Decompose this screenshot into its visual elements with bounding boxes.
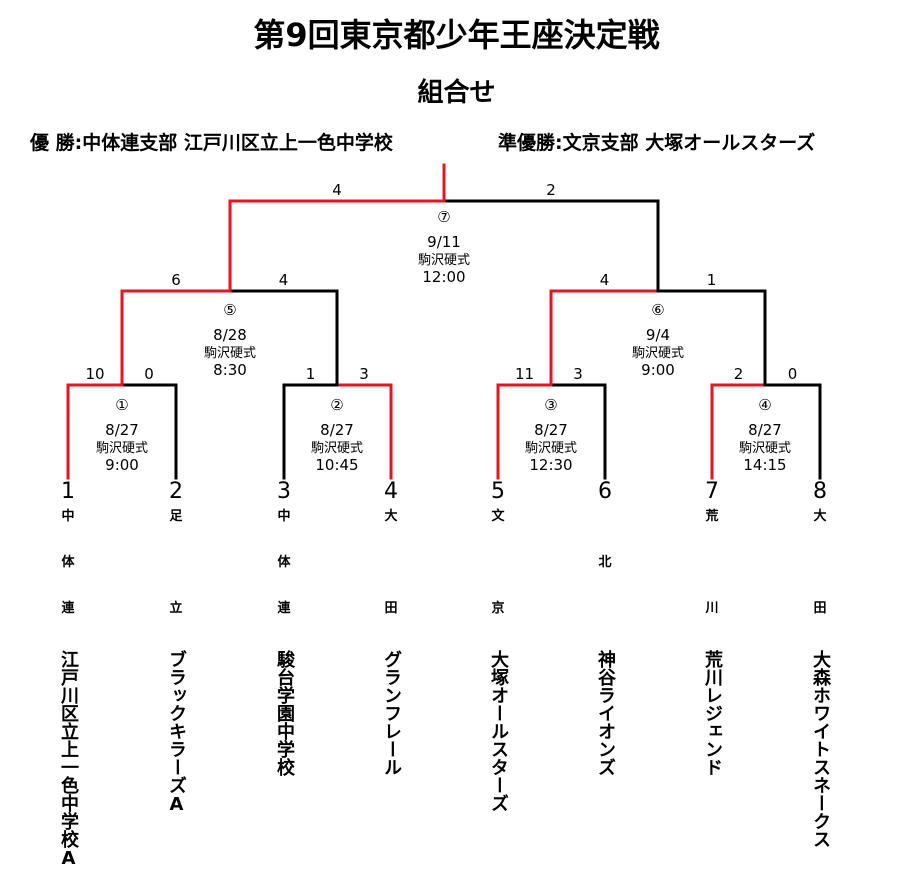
score-right: 3 <box>359 365 369 383</box>
match-venue: 駒沢硬式 <box>311 441 363 456</box>
match-date: 8/27 <box>105 421 139 439</box>
team-section-char: 体 <box>61 555 75 570</box>
team-column: 3 中体連駿台学園中学校 <box>264 479 304 777</box>
match-venue: 駒沢硬式 <box>418 253 470 268</box>
runner-up-text: 準優勝:文京支部 大塚オールスターズ <box>498 132 816 154</box>
score-left: 6 <box>171 271 181 289</box>
team-section-char: 立 <box>169 601 183 616</box>
team-section-char: 連 <box>61 601 75 616</box>
team-column: 5 文京大塚オールスターズ <box>478 479 518 813</box>
team-section-char: 田 <box>384 601 398 616</box>
match-date: 9/4 <box>646 326 670 344</box>
team-seed: 3 <box>277 479 291 504</box>
score-left: 10 <box>85 365 104 383</box>
score-left: 1 <box>306 365 316 383</box>
team-section-char <box>585 600 625 642</box>
match-number: ① <box>115 396 128 414</box>
team-column: 4 大田グランフレール <box>371 479 411 777</box>
team-name: 大森ホワイトスネークス <box>810 650 831 848</box>
team-section-char <box>371 554 411 596</box>
match-venue: 駒沢硬式 <box>525 441 577 456</box>
team-column: 2 足立ブラックキラーズA <box>156 479 196 816</box>
team-column: 7 荒川荒川レジェンド <box>692 479 732 777</box>
team-section-char <box>585 508 625 550</box>
score-right: 3 <box>573 365 583 383</box>
team-name: ブラックキラーズA <box>166 650 187 815</box>
team-seed: 6 <box>598 479 612 504</box>
page-subtitle: 組合せ <box>417 78 496 108</box>
team-name: 江戸川区立上一色中学校A <box>58 650 79 869</box>
score-left: 4 <box>332 181 342 199</box>
team-section-char: 北 <box>598 555 612 570</box>
team-seed: 5 <box>491 479 505 504</box>
team-section-char: 田 <box>813 601 827 616</box>
team-section-char: 連 <box>277 601 291 616</box>
score-right: 0 <box>144 365 154 383</box>
team-name: 大塚オールスターズ <box>488 650 509 812</box>
score-left: 4 <box>600 271 610 289</box>
match-number: ② <box>330 396 343 414</box>
score-right: 4 <box>279 271 289 289</box>
match-number: ④ <box>758 396 771 414</box>
team-section-char: 大 <box>813 509 827 524</box>
team-name: 駿台学園中学校 <box>274 650 295 776</box>
match-time: 10:45 <box>315 456 358 474</box>
match-date: 9/11 <box>427 233 461 251</box>
match-time: 9:00 <box>641 361 675 379</box>
team-section-char: 体 <box>277 555 291 570</box>
team-section-char: 大 <box>384 509 398 524</box>
match-time: 12:00 <box>422 268 465 286</box>
match-venue: 駒沢硬式 <box>96 441 148 456</box>
team-seed: 8 <box>813 479 827 504</box>
team-section-char: 京 <box>491 601 505 616</box>
team-section-char: 文 <box>491 509 505 524</box>
team-section-char: 中 <box>277 509 291 524</box>
team-section-char: 荒 <box>705 509 719 524</box>
team-section-char <box>800 554 840 596</box>
match-time: 8:30 <box>213 361 247 379</box>
match-date: 8/27 <box>320 421 354 439</box>
team-section-char: 川 <box>705 601 719 616</box>
team-name: グランフレール <box>381 650 402 776</box>
team-column: 6 北神谷ライオンズ <box>585 479 625 777</box>
match-venue: 駒沢硬式 <box>204 346 256 361</box>
match-number: ⑥ <box>651 301 664 319</box>
team-seed: 1 <box>61 479 75 504</box>
team-section-char: 中 <box>61 509 75 524</box>
team-section-char <box>478 554 518 596</box>
team-section-char <box>156 554 196 596</box>
score-right: 2 <box>546 181 556 199</box>
score-right: 0 <box>788 365 798 383</box>
match-number: ⑦ <box>437 208 450 226</box>
team-seed: 2 <box>169 479 183 504</box>
match-date: 8/28 <box>213 326 247 344</box>
team-name: 神谷ライオンズ <box>595 650 616 776</box>
page-title: 第9回東京都少年王座決定戦 <box>253 16 660 54</box>
match-date: 8/27 <box>534 421 568 439</box>
match-time: 9:00 <box>105 456 139 474</box>
champion-text: 優 勝:中体連支部 江戸川区立上一色中学校 <box>30 132 393 154</box>
team-name: 荒川レジェンド <box>702 650 723 776</box>
team-seed: 4 <box>384 479 398 504</box>
match-venue: 駒沢硬式 <box>632 346 684 361</box>
match-number: ③ <box>544 396 557 414</box>
match-number: ⑤ <box>223 301 236 319</box>
team-seed: 7 <box>705 479 719 504</box>
match-time: 12:30 <box>529 456 572 474</box>
score-right: 1 <box>707 271 717 289</box>
match-time: 14:15 <box>743 456 786 474</box>
team-section-char: 足 <box>169 509 183 524</box>
match-venue: 駒沢硬式 <box>739 441 791 456</box>
match-date: 8/27 <box>748 421 782 439</box>
score-left: 2 <box>734 365 744 383</box>
team-section-char <box>692 554 732 596</box>
team-column: 8 大田大森ホワイトスネークス <box>800 479 840 849</box>
score-left: 11 <box>515 365 534 383</box>
team-column: 1 中体連江戸川区立上一色中学校A <box>48 479 88 870</box>
